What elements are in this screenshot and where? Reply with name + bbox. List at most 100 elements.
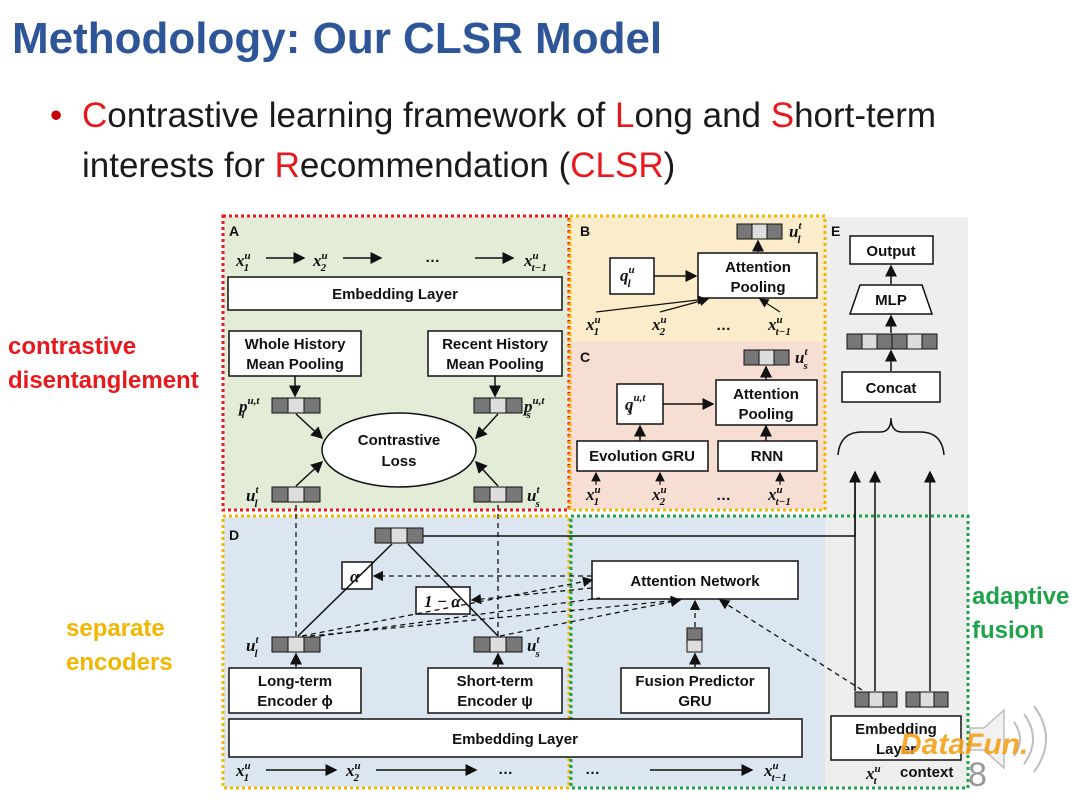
slide-title: Methodology: Our CLSR Model [12,14,663,63]
whole-history-label-1: Whole History [245,336,346,353]
attention-pooling-b-label-1: Attention [725,259,791,276]
vector-p-l [271,397,321,414]
page-number: 8 [968,756,987,794]
panel-letter-a: A [229,223,239,239]
panel-letter-c: C [580,349,590,365]
fused-vector [374,527,424,544]
whole-history-block [228,330,362,377]
svg-text:xut−1: xut−1 [523,250,547,274]
context-label: context [900,764,953,781]
svg-text:…: … [498,761,513,778]
recent-history-label-1: Recent History [442,336,549,353]
evolution-gru-block [576,440,709,472]
speaker-icon [969,705,1047,773]
svg-text:…: … [425,249,440,266]
output-block [849,235,934,265]
longterm-encoder-label-2: Encoder ϕ [257,693,332,710]
vector-u-l-b [736,223,783,240]
svg-text:…: … [716,317,731,334]
longterm-encoder-label-1: Long-term [258,673,332,690]
recent-history-label-2: Mean Pooling [446,356,544,373]
concat-label: Concat [866,380,917,397]
q-s-box [616,383,664,425]
concat-block [841,371,941,403]
concat-vector [846,333,938,350]
alpha-box [341,561,373,590]
svg-text:…: … [716,487,731,504]
svg-text:xu2: xu2 [651,314,667,338]
svg-text:utl: utl [246,484,259,510]
svg-text:qu,ts: qu,ts [625,392,646,418]
attention-pooling-c [715,379,818,426]
svg-text:xu2: xu2 [312,250,328,274]
svg-text:xut−1: xut−1 [763,760,787,784]
rnn-label: RNN [751,448,784,465]
alpha-label: α [350,567,360,586]
svg-text:utl: utl [789,220,802,246]
shortterm-encoder-block [427,667,563,714]
embedding-layer-d [228,718,803,758]
fusion-predictor-block [620,667,770,714]
svg-text:xu1: xu1 [585,314,601,338]
output-label: Output [866,243,915,260]
embedding-layer-e [830,715,962,761]
whole-history-label-2: Mean Pooling [246,356,344,373]
attention-pooling-c-label-1: Attention [733,386,799,403]
svg-text:xut−1: xut−1 [767,484,791,508]
vector-u-s-top [473,486,523,503]
curly-brace [837,417,945,456]
panel-letter-e: E [831,223,840,239]
svg-text:qul: qul [620,264,635,290]
recent-history-block [427,330,563,377]
contrastive-loss-label-2: Loss [381,453,416,470]
embedding-vectors-e [854,691,949,708]
fusion-border [569,514,970,790]
bullet-dot-icon: • [50,96,63,135]
svg-text:xu1: xu1 [235,250,251,274]
shortterm-encoder-label-2: Encoder ψ [457,693,532,710]
svg-text:uts: uts [527,484,540,510]
panel-bc-border [568,214,827,512]
attention-pooling-c-label-2: Pooling [739,406,794,423]
svg-text:xu1: xu1 [585,484,601,508]
attention-network-label: Attention Network [630,573,760,590]
svg-text:pu,ts: pu,ts [522,395,545,421]
one-minus-alpha-box [415,586,471,615]
bullet-line-1: Contrastive learning framework of Long a… [82,96,937,135]
svg-text:xu1: xu1 [235,760,251,784]
panel-letter-b: B [580,223,590,239]
vector-u-s-c [743,349,790,366]
one-minus-alpha-label: 1 − α [424,592,461,611]
svg-text:pu,tl: pu,tl [237,395,260,421]
svg-text:xut−1: xut−1 [767,314,791,338]
embedding-layer-a-label: Embedding Layer [332,286,458,303]
embedding-layer-d-label: Embedding Layer [452,731,578,748]
mlp-label: MLP [875,292,907,309]
contrastive-loss-node [321,412,477,488]
attention-pooling-b-label-2: Pooling [731,279,786,296]
fusion-predictor-label-1: Fusion Predictor [635,673,754,690]
bullet-line-2: interests for Recommendation (CLSR) [82,146,676,185]
vector-u-s-bottom [473,636,523,653]
embedding-layer-e-label-1: Embedding [855,721,937,738]
panel-letter-d: D [229,527,239,543]
contrastive-loss-label-1: Contrastive [358,432,441,449]
rnn-block [717,440,818,472]
fusion-predictor-label-2: GRU [678,693,711,710]
embedding-layer-e-label-2: Layer [876,741,916,758]
svg-text:xu2: xu2 [345,760,361,784]
evolution-gru-label: Evolution GRU [589,448,695,465]
vector-u-l-bottom [271,636,321,653]
embedding-layer-a [227,276,563,311]
mlp-block [848,284,934,315]
vector-fusion [686,627,703,653]
svg-text:xu2: xu2 [651,484,667,508]
